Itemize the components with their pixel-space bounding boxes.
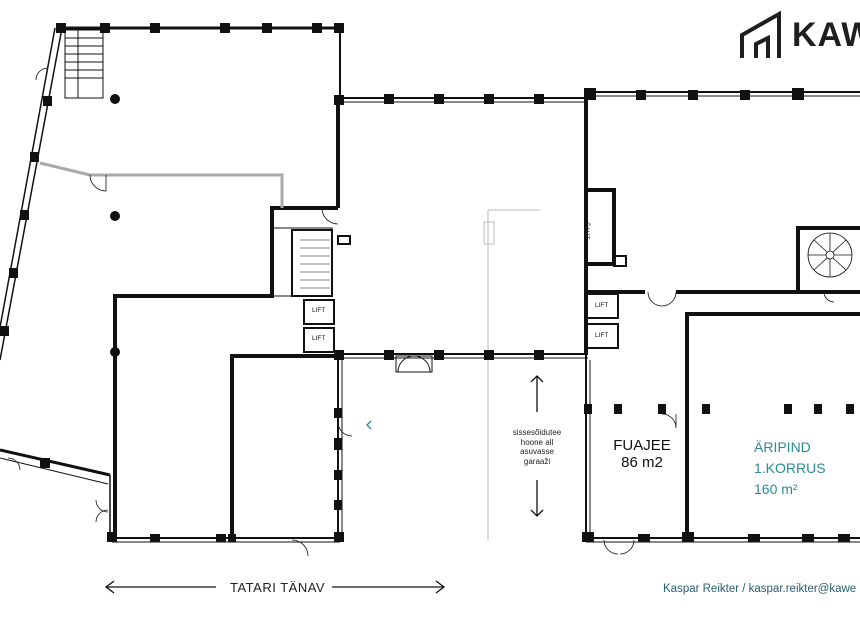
street-arrow-icon [104, 580, 446, 594]
contact-info: Kaspar Reikter / kaspar.reikter@kawe [663, 583, 857, 595]
right-wing-walls [584, 91, 860, 543]
columns-right [582, 88, 854, 542]
room-area: 160 m² [754, 481, 798, 497]
door-swings [7, 67, 835, 557]
driveway-note: sissesõidutee hoone all asuvasse garaaži [508, 428, 566, 466]
brand-name: KAW [792, 16, 860, 54]
street-name: TATARI TÄNAV [230, 580, 326, 595]
house-logo-icon [740, 10, 781, 58]
columns-left [0, 23, 344, 542]
driveway-line: hoone all [520, 437, 554, 447]
chevron-left-icon [366, 420, 372, 430]
lift-label: LIFT [595, 332, 609, 339]
lift-label: LIFT [312, 307, 326, 314]
driveway-line: garaaži [523, 456, 551, 466]
room-aripind: ÄRIPIND 1.KORRUS 160 m² [754, 437, 826, 500]
room-name: FUAJEE [613, 437, 671, 454]
room-floor: 1.KORRUS [754, 460, 826, 476]
driveway-line: asuvasse [520, 447, 554, 456]
columns-middle [334, 94, 544, 360]
entrance-door [395, 355, 433, 373]
driveway-arrow-icon [530, 375, 544, 517]
shaft-label: ŠAHT [583, 222, 590, 240]
spiral-staircase-icon [807, 232, 853, 278]
lift-label: LIFT [595, 302, 609, 309]
middle-walls [271, 97, 588, 540]
driveway-line: sissesõidutee [512, 428, 562, 437]
staircase-top-left [64, 29, 104, 99]
lift-label: LIFT [312, 335, 326, 342]
room-area: 86 m2 [621, 454, 663, 471]
room-fuajee: FUAJEE 86 m2 [612, 437, 672, 471]
partition-wall [39, 161, 284, 208]
room-name: ÄRIPIND [754, 439, 811, 455]
